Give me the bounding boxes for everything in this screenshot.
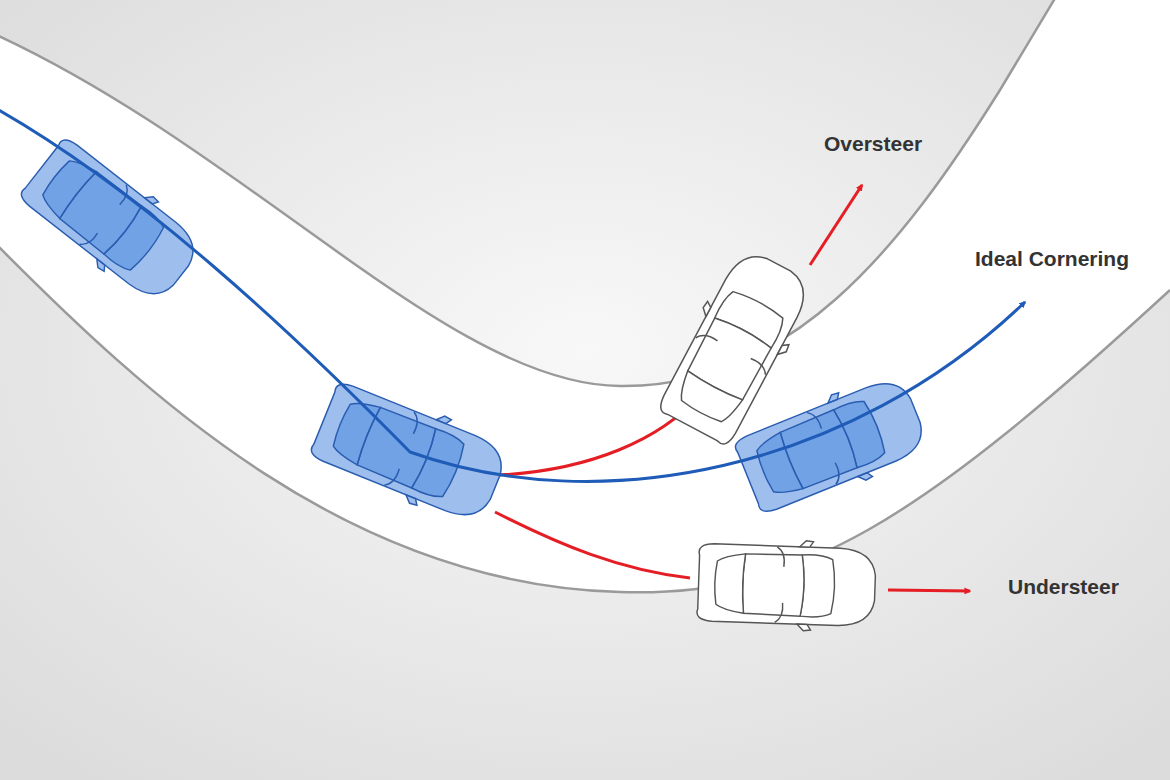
ideal-car (14, 131, 209, 311)
road-surface (0, 0, 1170, 592)
understeer-arrow (888, 590, 970, 591)
understeer-car (696, 537, 876, 633)
path-label: Oversteer (824, 131, 922, 156)
road-edge (0, 0, 1060, 386)
road-edge (0, 238, 1170, 592)
path-label: Ideal Cornering (975, 246, 1129, 271)
understeer-path (495, 512, 690, 578)
ideal-path (0, 108, 1025, 481)
ideal-car (730, 368, 932, 521)
oversteer-arrow (810, 185, 862, 265)
path-label: Understeer (1008, 574, 1119, 599)
